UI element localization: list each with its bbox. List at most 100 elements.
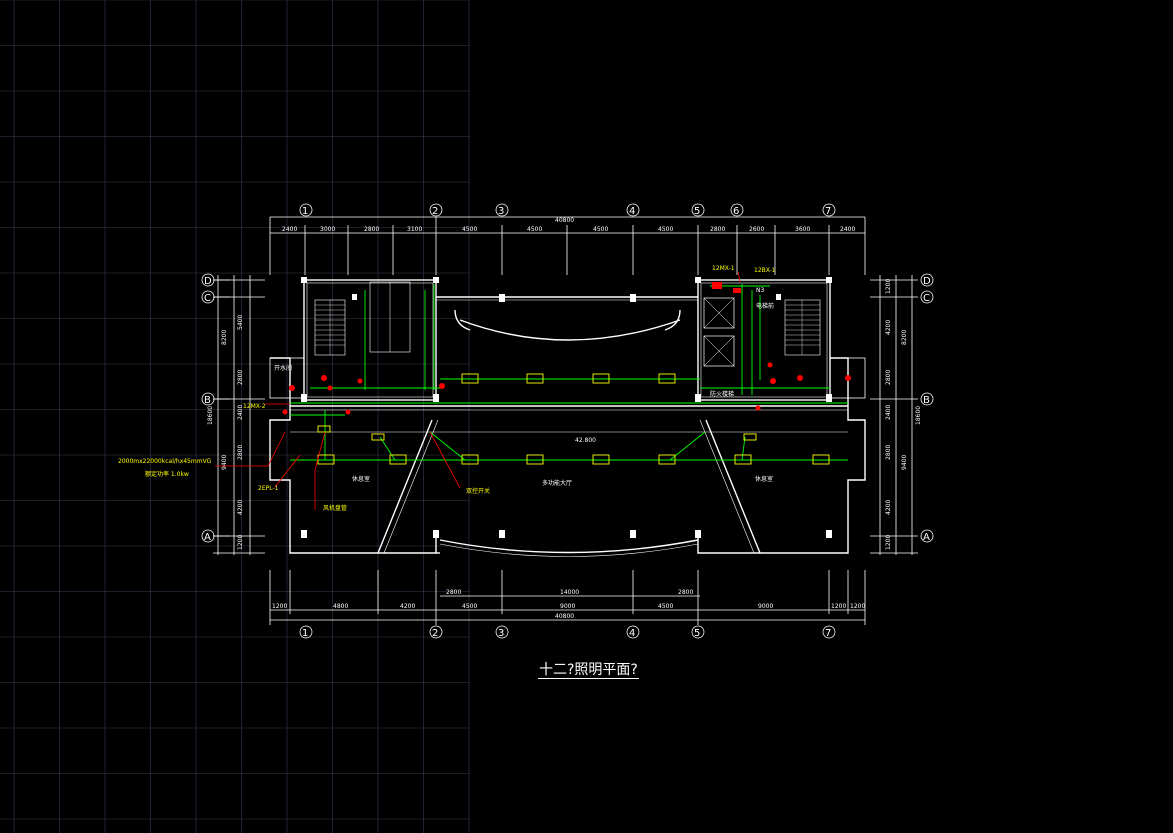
label-mx2: 12MX-2 — [243, 403, 266, 410]
axis-row-label: C — [204, 293, 211, 304]
dim-bottom-seg: 1200 — [831, 603, 846, 610]
dim-left-total: 18600 — [207, 406, 214, 425]
dim-bottom-seg: 2800 — [678, 589, 693, 596]
axis-row-label: D — [923, 276, 931, 287]
dim-left-seg: 2800 — [237, 370, 244, 385]
dim-bottom-total: 40800 — [555, 613, 574, 620]
dim-top-seg: 4500 — [527, 226, 542, 233]
axis-row-label: B — [923, 395, 930, 406]
dim-bottom-seg: 4500 — [462, 603, 477, 610]
label-mx1: 12MX-1 — [712, 265, 735, 272]
dim-top-total: 40800 — [555, 217, 574, 224]
dim-right-total: 9400 — [901, 455, 908, 470]
axis-col-label: 5 — [694, 206, 700, 217]
callout-fan-coil: 风机盘管 — [323, 504, 347, 512]
dim-left-seg: 1200 — [237, 535, 244, 550]
callout-leaders — [215, 271, 741, 510]
heater-spec: 2000mx22000kcal/hx45mmVG — [118, 458, 212, 465]
dim-bottom-seg: 1200 — [850, 603, 865, 610]
circuit-labels: 12MX-2 12MX-1 12BX-1 2EPL-1 风机盘管 双控开关 20… — [118, 265, 776, 512]
drawing-title: 十二?照明平面? — [538, 662, 639, 679]
dim-top-seg: 2800 — [364, 226, 379, 233]
dim-bottom-seg: 2800 — [446, 589, 461, 596]
dim-top-seg: 2600 — [749, 226, 764, 233]
label-pl: 2EPL-1 — [258, 485, 279, 492]
bottom-dimension-labels: 2800 14000 2800 1200 4800 4200 4500 9000… — [272, 589, 865, 620]
dim-right-seg: 4200 — [885, 320, 892, 335]
axis-col-label: 6 — [733, 206, 739, 217]
top-dimensions — [269, 216, 866, 275]
axis-row-label: C — [923, 293, 930, 304]
axis-col-label: 4 — [629, 628, 635, 639]
axis-col-label: 3 — [498, 628, 504, 639]
room-label-fire: 防火楼梯 — [710, 390, 734, 398]
top-dimension-labels: 40800 2400 3000 2800 3100 4500 4500 4500… — [282, 217, 855, 233]
dim-right-total: 18600 — [915, 406, 922, 425]
dim-bottom-seg: 9000 — [560, 603, 575, 610]
dim-top-seg: 4500 — [593, 226, 608, 233]
dim-bottom-seg: 4200 — [400, 603, 415, 610]
axis-col-label: 4 — [629, 206, 635, 217]
top-axis-labels: 1 2 3 4 5 6 7 — [302, 206, 831, 217]
dim-bottom-seg: 14000 — [560, 589, 579, 596]
axis-col-label: 1 — [302, 628, 308, 639]
dim-bottom-seg: 4500 — [658, 603, 673, 610]
bottom-axis-bubbles — [299, 625, 836, 639]
dim-left-total: 9400 — [221, 455, 228, 470]
axis-row-label: A — [923, 532, 930, 543]
axis-col-label: 1 — [302, 206, 308, 217]
building-walls — [269, 279, 866, 557]
electrical-devices[interactable] — [282, 282, 852, 415]
room-labels: 开水间 电梯前 防火楼梯 休息室 休息室 多功能大厅 42.800 N3 — [274, 287, 774, 487]
dim-bottom-seg: 1200 — [272, 603, 287, 610]
dim-right-seg: 2400 — [885, 405, 892, 420]
top-axis-bubbles — [299, 203, 836, 217]
dim-right-seg: 2800 — [885, 445, 892, 460]
axis-row-label: B — [204, 395, 211, 406]
stair-treads — [315, 300, 820, 355]
axis-col-label: 2 — [432, 628, 438, 639]
room-label-electric: 电梯前 — [756, 302, 774, 310]
hall-level: 42.800 — [575, 437, 596, 444]
structural-columns[interactable] — [301, 277, 832, 538]
left-dimension-labels: 5400 2800 2400 2800 4200 1200 8200 9400 … — [207, 315, 244, 550]
dim-left-total: 8200 — [221, 330, 228, 345]
dim-top-seg: 3600 — [795, 226, 810, 233]
heater-power: 额定功率 1.0kw — [145, 470, 189, 478]
room-label-water: 开水间 — [274, 364, 292, 372]
dim-right-total: 8200 — [901, 330, 908, 345]
dim-right-seg: 1200 — [885, 535, 892, 550]
dim-right-seg: 2800 — [885, 370, 892, 385]
axis-row-label: D — [204, 276, 212, 287]
cad-grid — [0, 0, 470, 833]
room-label-hall: 多功能大厅 — [542, 479, 572, 487]
dim-top-seg: 2400 — [282, 226, 297, 233]
dim-top-seg: 4500 — [658, 226, 673, 233]
dim-left-seg: 5400 — [237, 315, 244, 330]
row-axis-labels: D C B A D C B A — [204, 276, 931, 543]
row-axis-bubbles — [201, 273, 934, 543]
axis-row-label: A — [204, 532, 211, 543]
axis-col-label: 2 — [432, 206, 438, 217]
axis-col-label: 3 — [498, 206, 504, 217]
dim-right-seg: 4200 — [885, 500, 892, 515]
dim-bottom-seg: 4800 — [333, 603, 348, 610]
dim-bottom-seg: 9000 — [758, 603, 773, 610]
label-bx1: 12BX-1 — [754, 267, 776, 274]
light-fixtures[interactable] — [317, 373, 830, 465]
room-label-left: 休息室 — [352, 475, 370, 483]
label-n3: N3 — [756, 287, 764, 294]
axis-col-label: 7 — [825, 628, 831, 639]
axis-col-label: 5 — [694, 628, 700, 639]
axis-col-label: 7 — [825, 206, 831, 217]
dim-left-seg: 4200 — [237, 500, 244, 515]
room-label-right: 休息室 — [755, 475, 773, 483]
lighting-circuits[interactable] — [290, 284, 848, 461]
bottom-axis-labels: 1 2 3 4 5 7 — [302, 628, 831, 639]
dim-left-seg: 2800 — [237, 445, 244, 460]
dim-top-seg: 2800 — [710, 226, 725, 233]
dim-top-seg: 3100 — [407, 226, 422, 233]
dim-top-seg: 4500 — [462, 226, 477, 233]
side-dimensions — [213, 275, 918, 555]
